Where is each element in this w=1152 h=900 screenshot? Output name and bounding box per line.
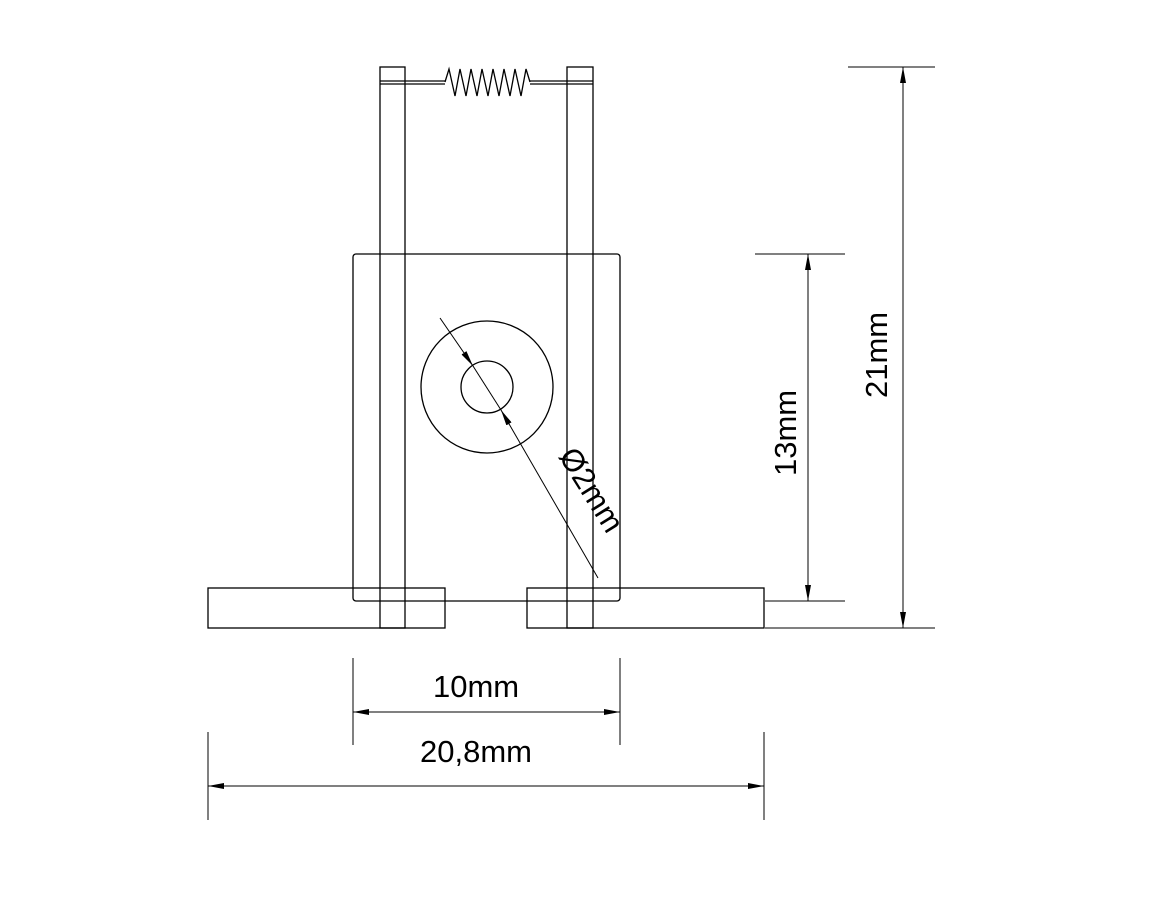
total-height-dimension: 21mm xyxy=(765,66,935,629)
base-plate-right xyxy=(526,587,765,629)
total-width-dimension: 20,8mm xyxy=(207,732,765,820)
leg-right xyxy=(566,66,594,629)
diameter-dimension: Ø2mm xyxy=(439,317,631,579)
base-plate-left xyxy=(207,587,446,629)
leg-left xyxy=(379,66,406,629)
body-height-label: 13mm xyxy=(768,390,803,476)
spring xyxy=(380,66,593,97)
total-width-label: 20,8mm xyxy=(420,734,532,769)
total-height-label: 21mm xyxy=(859,312,894,398)
body-height-dimension: 13mm xyxy=(755,253,845,602)
hole xyxy=(420,320,554,454)
body-width-label: 10mm xyxy=(433,669,519,704)
hole-diameter-label: Ø2mm xyxy=(552,441,631,538)
housing-body xyxy=(352,253,621,602)
body-width-dimension: 10mm xyxy=(352,658,621,745)
